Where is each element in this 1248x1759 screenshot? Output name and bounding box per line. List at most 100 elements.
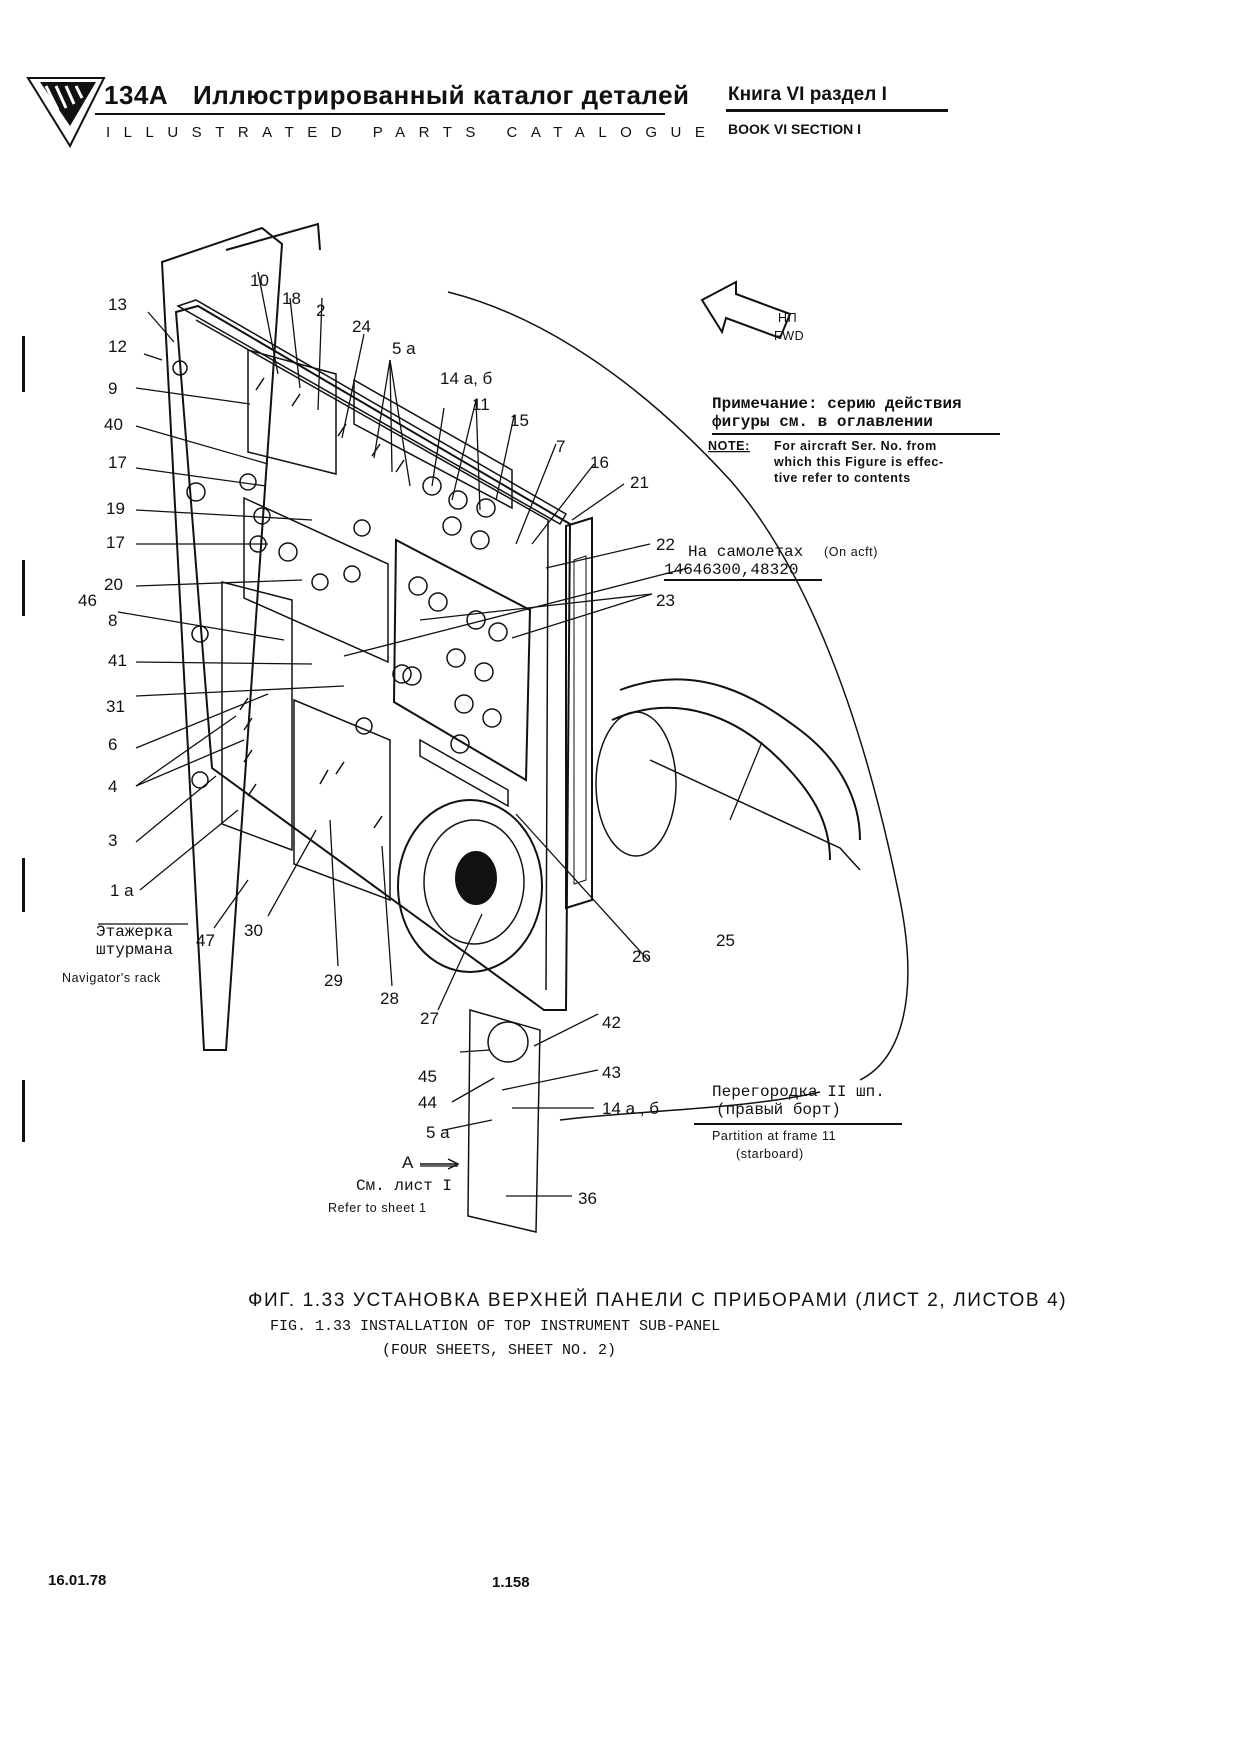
figure-caption-en-line2: (FOUR SHEETS, SHEET NO. 2) [382, 1342, 617, 1359]
note-en-line3: tive refer to contents [774, 471, 911, 485]
note-en-label: NOTE: [708, 439, 750, 453]
partition-label-ru-line2: (правый борт) [716, 1101, 841, 1119]
callout: 17 [108, 453, 127, 472]
view-arrow-label: A [402, 1153, 414, 1172]
callout: 46 [78, 591, 97, 610]
note-en-line2: which this Figure is effec- [773, 455, 944, 469]
figure-caption-ru: ФИГ. 1.33 УСТАНОВКА ВЕРХНЕЙ ПАНЕЛИ С ПРИ… [248, 1290, 1068, 1311]
exploded-view-illustration: 13 12 9 40 17 19 17 20 46 8 41 31 6 4 3 … [62, 222, 1000, 1233]
callout: 2 [316, 301, 325, 320]
callout: 42 [602, 1013, 621, 1032]
binding-mark [22, 560, 25, 616]
lower-left-panel [221, 581, 293, 852]
callout: 16 [590, 453, 609, 472]
partition-label-en-line2: (starboard) [736, 1147, 804, 1161]
binding-mark [22, 858, 25, 912]
callout: 47 [196, 931, 215, 950]
view-ref-en: Refer to sheet 1 [328, 1201, 427, 1215]
binding-mark [22, 1080, 25, 1142]
catalog-title-ru: Иллюстрированный каталог деталей [193, 80, 690, 110]
lower-center-panel [293, 698, 391, 902]
direction-label-ru: НП [778, 311, 797, 325]
callout: 3 [108, 831, 117, 850]
cable-bundle [619, 678, 861, 841]
callout: 18 [282, 289, 301, 308]
callout: 14 a , б [602, 1099, 659, 1118]
knobs [172, 360, 508, 829]
callout: 45 [418, 1067, 437, 1086]
callout: 1 a [110, 881, 134, 900]
callout: 30 [244, 921, 263, 940]
callout: 24 [352, 317, 371, 336]
callout: 11 [472, 395, 490, 414]
figure-caption-en-line1: FIG. 1.33 INSTALLATION OF TOP INSTRUMENT… [270, 1318, 721, 1335]
left-sub-panel [243, 496, 389, 664]
round-indicator [397, 799, 543, 973]
callout: 40 [104, 415, 123, 434]
note-en-line1: For aircraft Ser. No. from [774, 439, 937, 453]
switch-panel-mid [353, 378, 513, 510]
callout: 25 [716, 931, 735, 950]
rack-label-ru-line1: Этажерка [96, 923, 173, 941]
callout: 28 [380, 989, 399, 1008]
callout: 43 [602, 1063, 621, 1082]
callout: 8 [108, 611, 117, 630]
callout: 19 [106, 499, 125, 518]
header: 134A Иллюстрированный каталог деталей IL… [0, 0, 1248, 150]
callout: 14 a, б [440, 369, 493, 388]
book-rule [726, 109, 948, 112]
callout: 13 [108, 295, 127, 314]
navigator-rack [160, 226, 284, 1051]
callout: 21 [630, 473, 649, 492]
catalog-title-en: ILLUSTRATED PARTS CATALOGUE [106, 124, 719, 141]
callout: 41 [108, 651, 127, 670]
view-ref-ru: См. лист I [356, 1177, 452, 1195]
aircraft-note-ru: На самолетах [688, 543, 803, 561]
callout: 4 [108, 777, 117, 796]
callout: 15 [510, 411, 529, 430]
rack-label-en: Navigator's rack [62, 971, 161, 985]
top-rail [176, 299, 568, 526]
book-section-ru: Книга VI раздел I [728, 84, 887, 105]
direction-label-en: FWD [774, 329, 804, 343]
aircraft-model: 134A [104, 80, 169, 110]
callout: 7 [556, 437, 565, 456]
callout: 44 [418, 1093, 437, 1112]
callout: 31 [106, 697, 125, 716]
callout: 36 [578, 1189, 597, 1208]
callout: 26 [632, 947, 651, 966]
binding-mark [22, 336, 25, 392]
callout: 29 [324, 971, 343, 990]
callout: 5 a [426, 1123, 450, 1142]
aircraft-note-en: (On acft) [824, 545, 878, 559]
page-number: 1.158 [492, 1574, 530, 1591]
note-ru-line1: Примечание: серию действия [712, 395, 962, 413]
note-ru-line2: фигуры см. в оглавлении [712, 413, 933, 431]
callout: 6 [108, 735, 117, 754]
revision-date: 16.01.78 [48, 1572, 107, 1589]
callout: 27 [420, 1009, 439, 1028]
partition-label-en-line1: Partition at frame 11 [712, 1129, 836, 1143]
header-rule [95, 113, 665, 115]
callout: 5 a [392, 339, 416, 358]
side-strip [565, 516, 593, 910]
forward-arrow [700, 280, 792, 340]
callout: 17 [106, 533, 125, 552]
callout: 12 [108, 337, 127, 356]
rack-label-ru-line2: штурмана [96, 941, 173, 959]
main-panel-outline [174, 304, 572, 1011]
book-section-en: BOOK VI SECTION I [728, 121, 862, 137]
lower-strip [467, 1009, 541, 1233]
callout: 9 [108, 379, 117, 398]
callout: 20 [104, 575, 123, 594]
callout: 23 [656, 591, 675, 610]
aircraft-serials: 14646300,48320 [664, 561, 798, 579]
leader-lines [98, 271, 763, 1197]
manufacturer-logo [26, 77, 106, 148]
fuselage-contour [447, 291, 909, 1081]
switch-panel-upper [247, 349, 337, 475]
callout: 10 [250, 271, 269, 290]
callout: 22 [656, 535, 675, 554]
partition-label-ru-line1: Перегородка II шп. [712, 1083, 885, 1101]
instrument-panel-large [392, 538, 532, 782]
